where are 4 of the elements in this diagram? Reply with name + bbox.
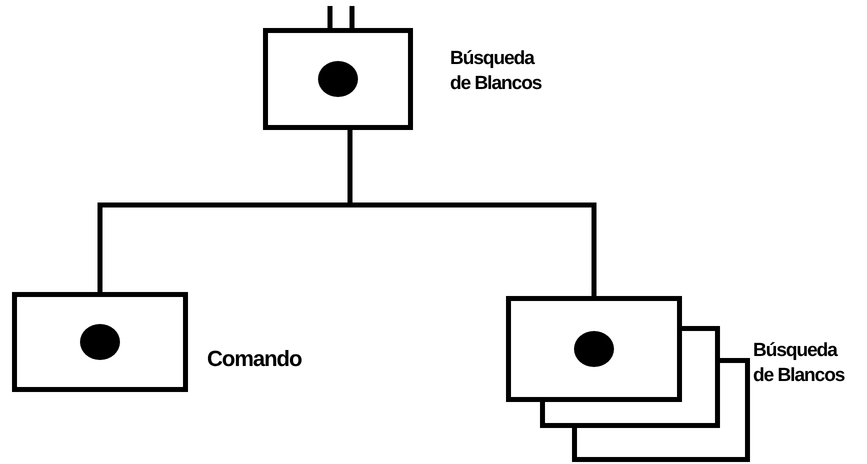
unit-label: Comando [207,345,302,373]
unit-label: Búsqueda de Blancos [753,339,846,388]
unit-label: Búsqueda de Blancos [450,47,542,96]
connector-line [328,4,354,30]
